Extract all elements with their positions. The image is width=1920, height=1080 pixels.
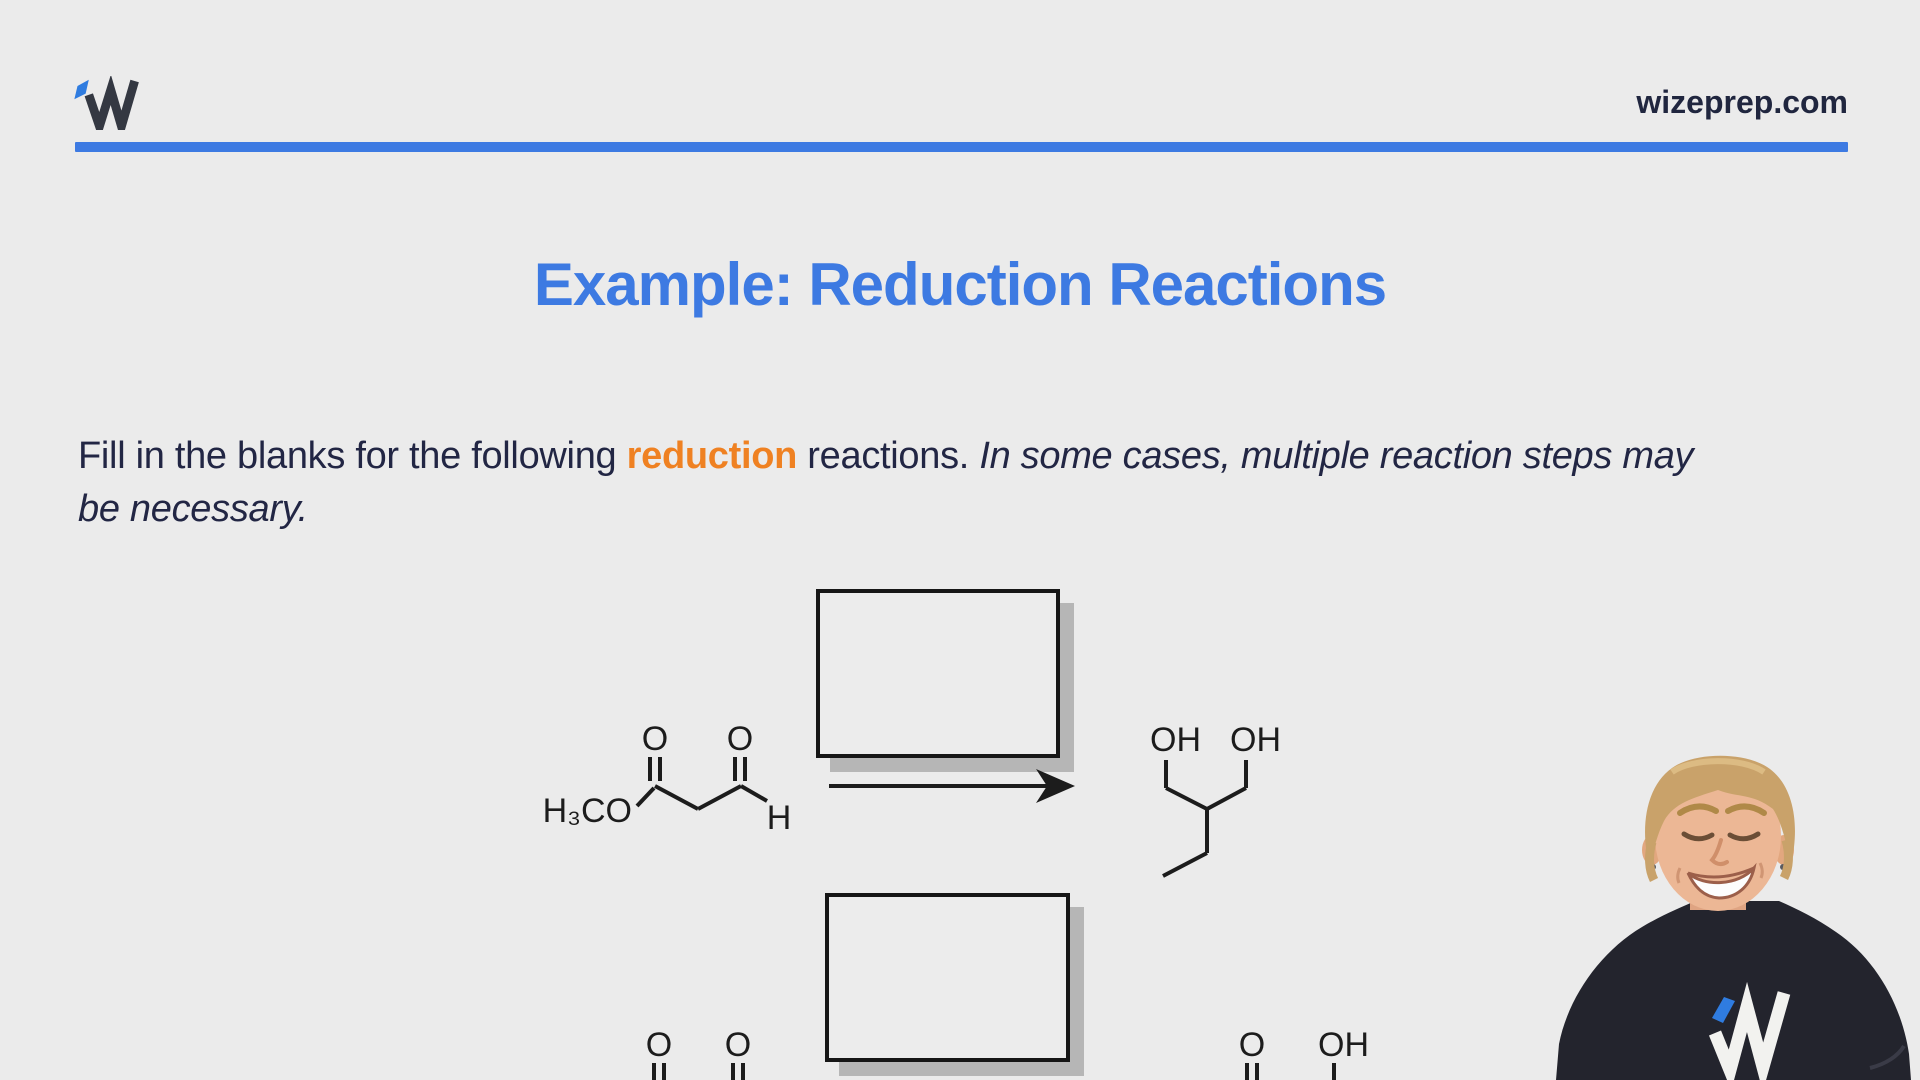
mouth-smile <box>1686 862 1757 900</box>
prompt-italic-line2: be necessary. <box>78 488 308 530</box>
prompt-part1: Fill in the blanks for the following <box>78 435 627 477</box>
arrowhead-icon <box>1036 769 1075 803</box>
atom-label-h3co: H₃CO <box>543 792 632 830</box>
prompt-part2: reactions. <box>797 435 980 477</box>
atom-label-o: O <box>725 1026 751 1064</box>
eye-right-closed <box>1727 831 1761 842</box>
atom-label-o: O <box>1239 1026 1265 1064</box>
reaction2-product-structure: O OH <box>1239 1026 1369 1080</box>
sleeve-fold <box>1869 1044 1906 1070</box>
prompt-text: Fill in the blanks for the following red… <box>78 430 1868 536</box>
instructor-shirt <box>1556 901 1911 1080</box>
atom-label-h: H <box>767 799 792 837</box>
hair-highlight <box>1670 758 1766 775</box>
reaction-diagrams: H₃CO O O H OH OH O O O <box>543 720 1369 1080</box>
prompt-highlight: reduction <box>626 435 798 477</box>
reaction1-product-structure: OH OH <box>1150 721 1281 878</box>
answer-box-2[interactable] <box>825 893 1070 1062</box>
instructor-hair <box>1645 755 1795 868</box>
instructor-webcam <box>1556 755 1911 1080</box>
header-divider <box>75 142 1848 152</box>
eye-left-closed <box>1681 831 1715 842</box>
atom-label-oh: OH <box>1150 721 1201 759</box>
upper-lip <box>1687 866 1755 879</box>
site-url: wizeprep.com <box>1636 84 1848 120</box>
eyebrow-right <box>1725 803 1767 816</box>
smile-crease-left <box>1676 867 1682 884</box>
atom-label-o: O <box>642 720 668 758</box>
shirt-logo-blue-accent <box>1712 997 1735 1023</box>
atom-label-oh: OH <box>1318 1026 1369 1064</box>
logo-w-mark <box>84 76 139 130</box>
answer-box-1[interactable] <box>816 589 1060 758</box>
hair-side-left <box>1645 840 1659 883</box>
atom-label-oh: OH <box>1230 721 1281 759</box>
reaction2-reactant-structure: O O <box>646 1026 751 1080</box>
eyebrow-left <box>1677 803 1719 816</box>
wizeprep-logo <box>74 76 139 130</box>
logo-blue-accent <box>74 79 89 100</box>
atom-label-o: O <box>727 720 753 758</box>
hair-side-right <box>1779 838 1793 881</box>
nose <box>1709 838 1729 867</box>
atom-label-o: O <box>646 1026 672 1064</box>
shirt-logo-w-mark <box>1708 981 1791 1080</box>
reaction-arrow <box>829 769 1075 803</box>
smile-crease-right <box>1758 862 1764 879</box>
prompt-italic-line1: In some cases, multiple reaction steps m… <box>979 435 1694 477</box>
reaction1-reactant-structure: H₃CO O O H <box>543 720 792 837</box>
page-title: Example: Reduction Reactions <box>533 251 1387 318</box>
